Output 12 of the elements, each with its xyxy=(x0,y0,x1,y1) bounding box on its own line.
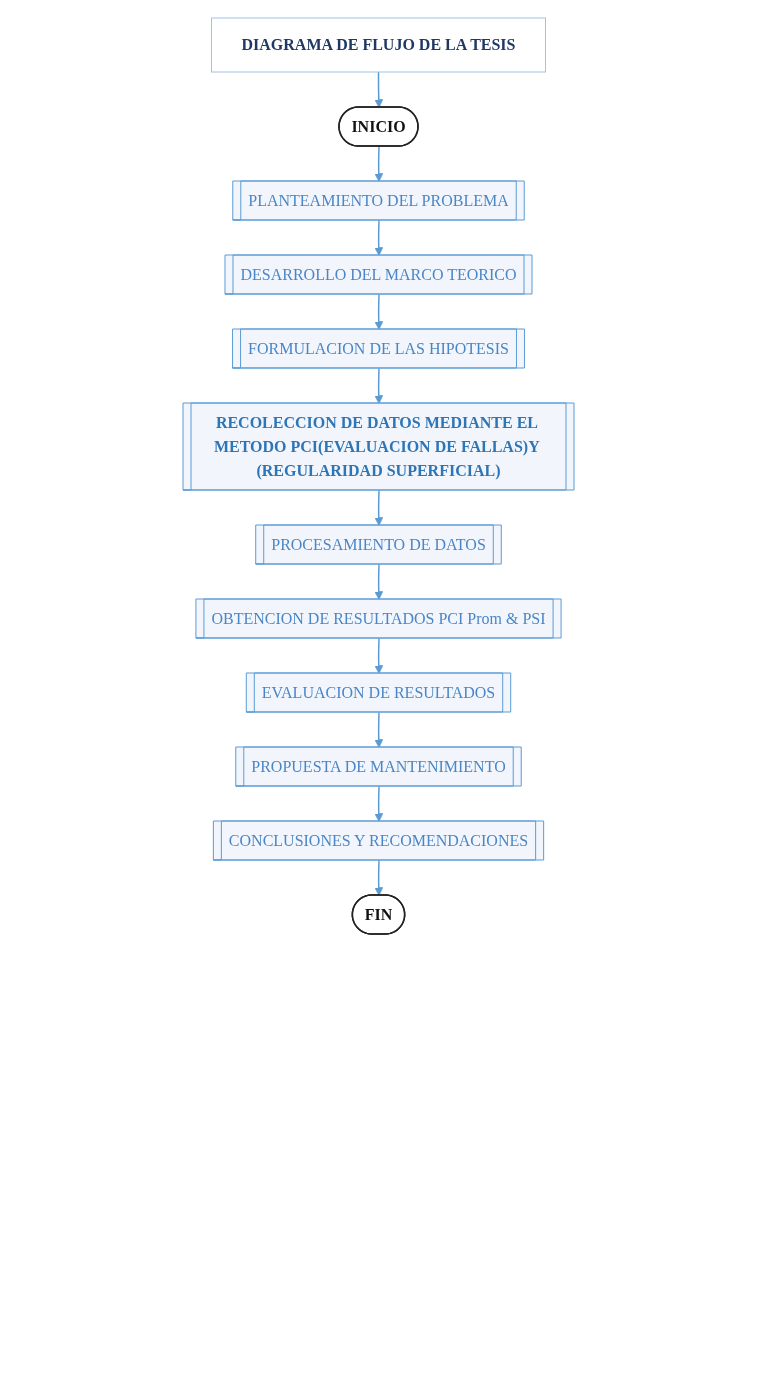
arrow xyxy=(374,219,384,256)
arrow xyxy=(374,71,384,108)
arrow xyxy=(374,637,384,674)
arrow xyxy=(374,293,384,330)
node-box: DIAGRAMA DE FLUJO DE LA TESIS xyxy=(211,17,546,73)
arrow xyxy=(374,489,384,526)
arrow xyxy=(374,711,384,748)
arrow xyxy=(374,145,384,182)
arrow xyxy=(374,563,384,600)
arrow xyxy=(374,367,384,404)
arrow xyxy=(374,785,384,822)
arrow xyxy=(374,859,384,896)
